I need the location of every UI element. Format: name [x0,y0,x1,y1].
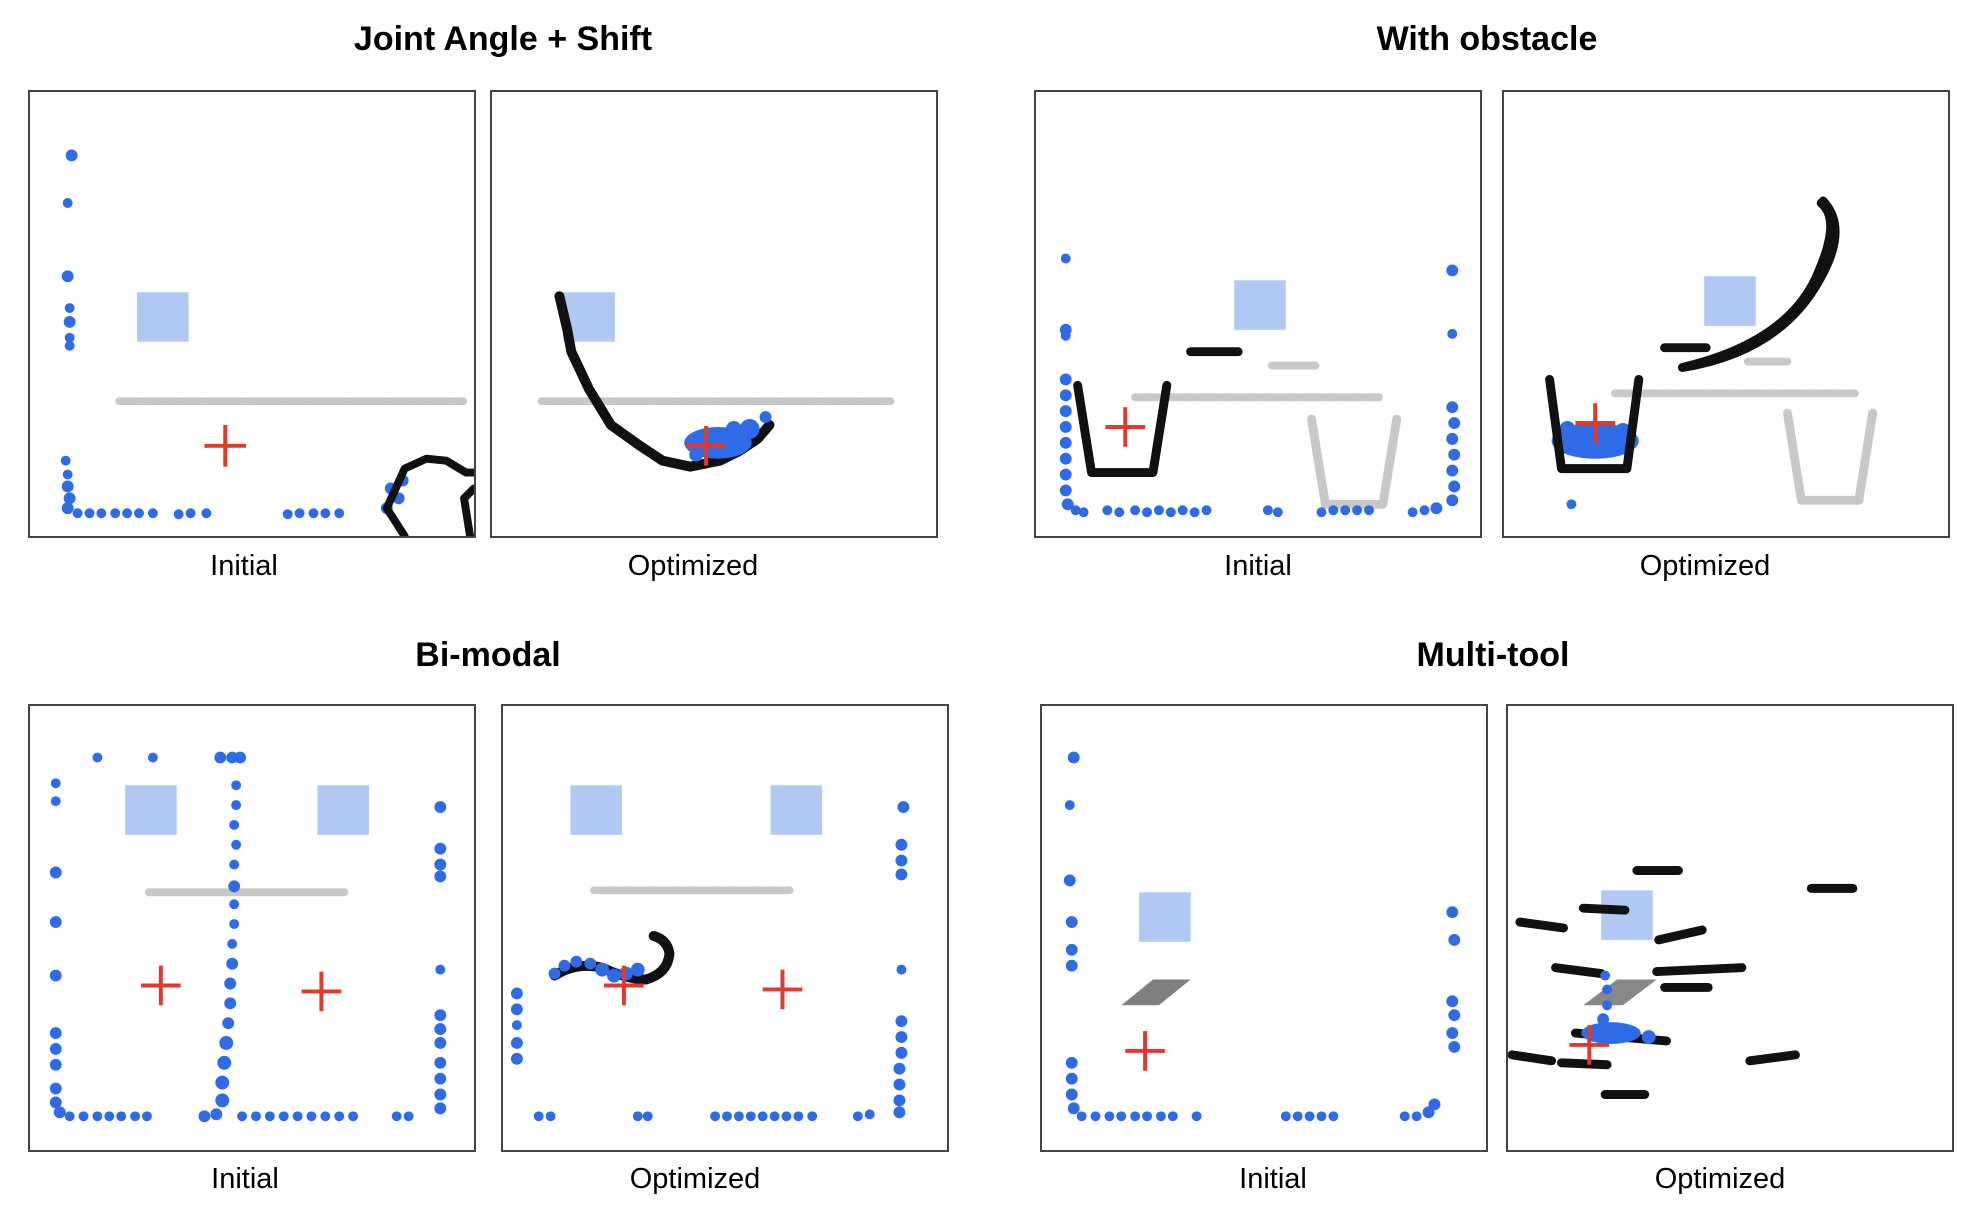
panel-bimodal-initial [28,704,476,1152]
particle-cloud-left [570,785,622,835]
title-bi-modal: Bi-modal [415,636,561,674]
caption-multitool-optimized: Optimized [1654,1163,1786,1195]
particle-cloud [1601,890,1653,940]
scene-multitool-optimized [1508,866,1858,1099]
ghost-cup [1782,408,1878,505]
panel-obstacle-optimized [1502,90,1950,538]
scene-multitool-initial [1063,751,1461,1122]
panel-multitool-initial [1040,704,1488,1152]
tool-curve [1677,196,1840,372]
scene-obstacle-optimized [1545,196,1878,510]
panel-joint-angle-initial [28,90,476,538]
scene-bimodal-initial [49,751,447,1123]
ghost-cup [1307,414,1402,509]
particles [684,411,772,462]
caption-bimodal-initial: Initial [211,1163,279,1195]
particles [60,149,409,520]
target-marker [1125,1031,1165,1071]
target-marker [1569,1025,1610,1065]
scene-joint-angle-optimized [537,291,895,472]
target-marker [204,425,247,467]
scene-joint-angle-initial [60,149,474,536]
particle-cloud [137,292,189,342]
particles [510,801,910,1122]
target-marker [686,425,726,466]
scene-bimodal-optimized [510,785,910,1122]
particle-cloud-left [125,785,177,835]
particles [49,751,447,1123]
caption-bimodal-optimized: Optimized [629,1163,761,1195]
panel-obstacle-initial [1034,90,1482,538]
particles [1059,253,1461,518]
target-markers [604,965,803,1010]
title-joint-angle-shift: Joint Angle + Shift [353,20,653,58]
target-marker [1575,403,1615,443]
particle-cloud [1704,276,1756,326]
caption-joint-angle-optimized: Optimized [627,550,759,582]
title-multi-tool: Multi-tool [1416,636,1570,674]
ghost-tool [1583,979,1657,1006]
caption-obstacle-optimized: Optimized [1639,550,1771,582]
caption-joint-angle-initial: Initial [210,550,278,582]
particle-cloud-right [770,785,823,835]
particles [1581,970,1656,1044]
panel-multitool-optimized [1506,704,1954,1152]
panel-joint-angle-optimized [490,90,938,538]
panel-bimodal-optimized [501,704,949,1152]
target-markers [141,965,342,1012]
particle-cloud [1139,892,1191,942]
caption-multitool-initial: Initial [1239,1163,1307,1195]
tool-cup [1545,374,1644,474]
particle-cloud [1234,280,1286,330]
target-marker [1105,407,1146,447]
particles [1063,751,1461,1122]
tool-path [382,454,474,536]
tool-bars [1508,866,1858,1099]
scene-obstacle-initial [1059,253,1461,518]
title-with-obstacle: With obstacle [1376,20,1598,58]
ghost-tool [1121,979,1191,1006]
caption-obstacle-initial: Initial [1224,550,1292,582]
tool-cup [1073,380,1172,478]
particle-cloud-right [317,785,369,835]
